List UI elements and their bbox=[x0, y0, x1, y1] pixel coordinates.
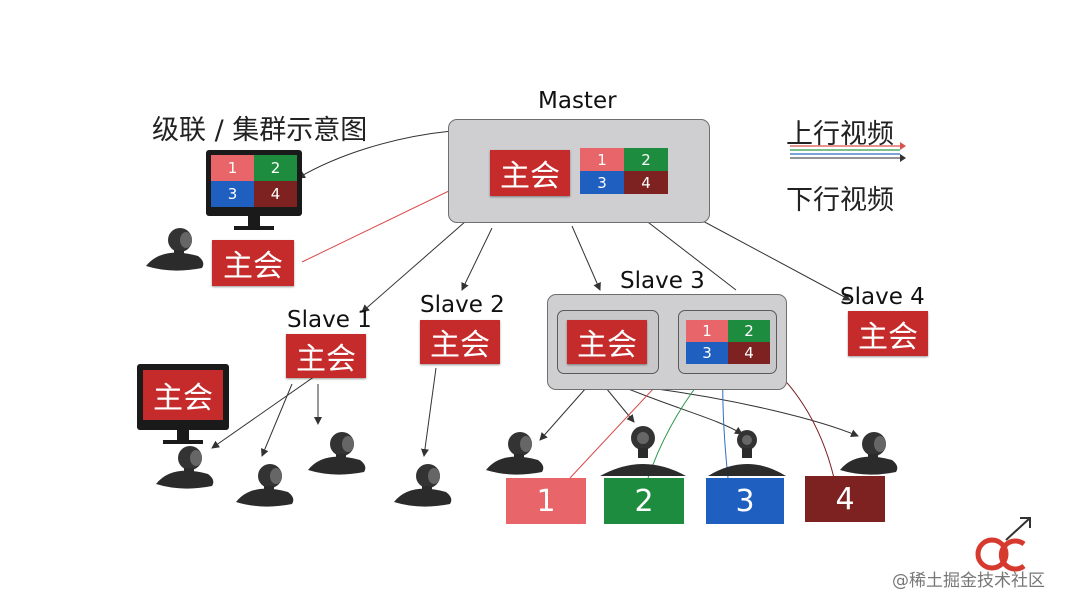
diagram-title: 级联 / 集群示意图 bbox=[152, 115, 368, 146]
endpoint-tile-1: 1 bbox=[211, 155, 254, 181]
camera-icon bbox=[840, 432, 898, 475]
logo-icon bbox=[975, 517, 1031, 572]
master-tile-2: 2 bbox=[624, 148, 668, 171]
monitor-base bbox=[234, 226, 274, 230]
slave3-tile-3: 3 bbox=[686, 342, 728, 364]
stream-box-1: 1 bbox=[506, 478, 586, 524]
master-tile-3: 3 bbox=[580, 171, 624, 194]
endpoint-tile-2: 2 bbox=[254, 155, 297, 181]
slave3-to-ep-c bbox=[625, 387, 743, 435]
master-panel bbox=[448, 119, 710, 223]
slave2-to-ep bbox=[420, 367, 437, 457]
master-to-slave3 bbox=[571, 225, 601, 291]
stream-box-2: 2 bbox=[604, 478, 684, 524]
slave1-main-box: 主会 bbox=[286, 334, 366, 378]
monitor-stand bbox=[177, 430, 189, 440]
master-tile-1: 1 bbox=[580, 148, 624, 171]
camera-icon bbox=[156, 446, 214, 489]
endpoint-monitor-tiles: 1 2 3 4 bbox=[211, 155, 297, 207]
master-tiles: 1 2 3 4 bbox=[580, 148, 668, 194]
master-main-box: 主会 bbox=[490, 150, 570, 196]
legend-uplink-label: 上行视频 bbox=[786, 119, 894, 150]
legend-downlink-label: 下行视频 bbox=[786, 185, 894, 216]
slave3-tiles: 1 2 3 4 bbox=[686, 320, 770, 364]
master-tile-4: 4 bbox=[624, 171, 668, 194]
camera-icon bbox=[146, 228, 204, 271]
slave3-main-box: 主会 bbox=[567, 320, 647, 364]
camera-icon bbox=[394, 464, 452, 507]
slave3-to-ep-a bbox=[539, 387, 587, 441]
master-label: Master bbox=[538, 88, 617, 114]
slave2-main-box: 主会 bbox=[420, 320, 500, 364]
slave1-to-ep-a bbox=[211, 373, 319, 449]
slave1-monitor-main: 主会 bbox=[143, 370, 223, 420]
monitor-stand bbox=[248, 216, 260, 226]
slave4-label: Slave 4 bbox=[840, 284, 925, 310]
slave4-main-box: 主会 bbox=[848, 311, 928, 356]
legend-lines bbox=[790, 142, 906, 162]
slave3-tile-1: 1 bbox=[686, 320, 728, 342]
slave3-to-ep-d bbox=[649, 387, 859, 437]
slave1-to-ep-b bbox=[261, 383, 293, 457]
slave2-label: Slave 2 bbox=[420, 292, 505, 318]
slave3-to-ep-b bbox=[605, 387, 635, 423]
endpoint-tile-3: 3 bbox=[211, 181, 254, 207]
camera-icon bbox=[308, 432, 366, 475]
conference-camera-icon bbox=[708, 430, 786, 476]
master-to-slave2 bbox=[461, 227, 493, 291]
endpoint-tile-4: 4 bbox=[254, 181, 297, 207]
conference-camera-icon bbox=[600, 426, 686, 476]
slave3-tile-2: 2 bbox=[728, 320, 770, 342]
slave3-tile-4: 4 bbox=[728, 342, 770, 364]
endpoint-main-box: 主会 bbox=[212, 240, 294, 286]
slave3-label: Slave 3 bbox=[620, 268, 705, 294]
stream-box-3: 3 bbox=[706, 478, 784, 524]
watermark: @稀土掘金技术社区 bbox=[892, 571, 1045, 591]
stream-box-4: 4 bbox=[805, 476, 885, 522]
monitor-base bbox=[163, 440, 203, 444]
camera-icon bbox=[236, 464, 294, 507]
slave1-label: Slave 1 bbox=[287, 307, 372, 333]
camera-icon bbox=[486, 432, 544, 475]
